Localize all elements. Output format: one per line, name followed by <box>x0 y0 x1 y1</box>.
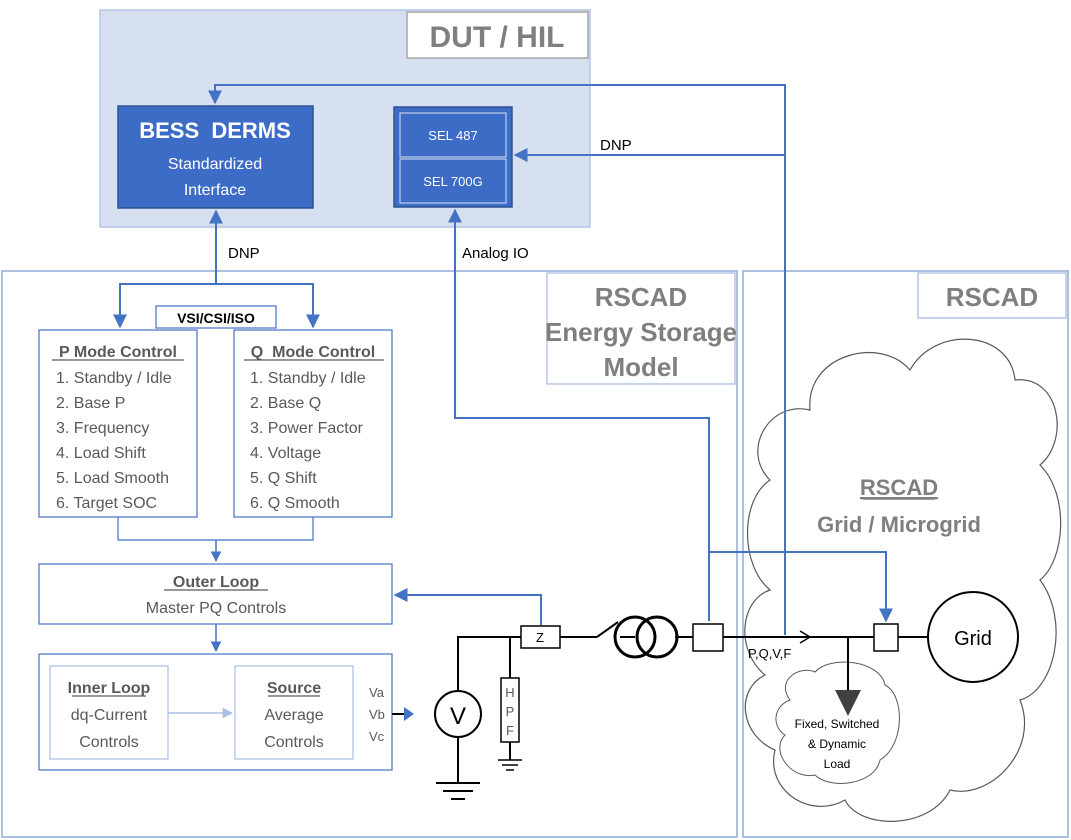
p-mode-box <box>38 329 198 518</box>
vsi-label: VSI/CSI/ISO <box>177 310 255 326</box>
transformer-winding-1 <box>613 615 657 659</box>
impedance-label: Z <box>536 630 544 645</box>
hpf-box <box>500 677 520 743</box>
measure-box-right <box>873 623 899 652</box>
dnp-left-label: DNP <box>228 245 260 262</box>
pq-to-outer-connector <box>117 517 314 541</box>
source-box <box>234 665 354 760</box>
load-line3: Load <box>824 757 851 771</box>
load-line2: & Dynamic <box>808 737 866 751</box>
inner-loop-line1: dq-Current <box>71 707 148 724</box>
analog-io-label: Analog IO <box>462 245 529 262</box>
bess-derms-title: BESS DERMS <box>139 118 291 143</box>
grid-cloud-sub: Grid / Microgrid <box>817 512 981 537</box>
q-mode-item: 3. Power Factor <box>250 420 364 437</box>
q-mode-item: 4. Voltage <box>250 445 321 462</box>
sel-487-label: SEL 487 <box>428 128 477 143</box>
inner-loop-title: Inner Loop <box>68 680 151 697</box>
grid-source <box>927 591 1019 683</box>
measure-arrow-head <box>799 630 812 644</box>
bess-derms-line2: Interface <box>184 182 246 199</box>
rscad-right-title-box <box>917 272 1067 319</box>
pqvf-label: P,Q,V,F <box>748 646 791 661</box>
rscad-es-line1: RSCAD <box>595 282 687 312</box>
p-mode-item: 1. Standby / Idle <box>56 370 172 387</box>
p-mode-item: 6. Target SOC <box>56 495 157 512</box>
rscad-energy-storage-panel <box>1 270 738 838</box>
rscad-grid-panel <box>742 270 1069 838</box>
v-source <box>434 690 482 738</box>
v-source-arrow-head <box>404 707 414 721</box>
q-mode-item: 5. Q Shift <box>250 470 317 487</box>
load-arrow <box>835 690 861 716</box>
q-mode-item: 6. Q Smooth <box>250 495 340 512</box>
v-source-label: V <box>450 703 466 730</box>
rscad-es-title-box <box>546 272 736 385</box>
transformer-winding-2 <box>635 615 679 659</box>
bess-derms-line1: Standardized <box>168 156 262 173</box>
p-mode-title: P Mode Control <box>59 344 177 361</box>
comm-links <box>113 84 893 635</box>
dnp-top-label: DNP <box>600 137 632 154</box>
p-mode-item: 4. Load Shift <box>56 445 146 462</box>
grid-cloud-title: RSCAD <box>860 475 938 500</box>
dut-hil-title: DUT / HIL <box>430 21 565 54</box>
source-line1: Average <box>264 707 323 724</box>
phase-vc: Vc <box>369 729 385 744</box>
outer-loop-box <box>38 563 393 625</box>
impedance-box <box>520 625 561 649</box>
outer-loop-sub: Master PQ Controls <box>146 600 286 617</box>
dut-hil-title-box <box>406 11 589 59</box>
p-mode-item: 3. Frequency <box>56 420 149 437</box>
outer-loop-title: Outer Loop <box>173 574 259 591</box>
q-mode-item: 2. Base Q <box>250 395 321 412</box>
bess-derms-box <box>117 105 314 209</box>
source-line2: Controls <box>264 734 324 751</box>
phase-vb: Vb <box>369 707 385 722</box>
measure-box-left <box>692 623 724 652</box>
hpf-p: P <box>506 704 515 719</box>
rscad-right-title: RSCAD <box>946 282 1038 312</box>
inner-loop-line2: Controls <box>79 734 139 751</box>
rscad-es-line2: Energy Storage <box>545 317 737 347</box>
load-bubble <box>775 661 900 784</box>
sel-700g-label: SEL 700G <box>423 174 483 189</box>
ground-symbol-source <box>436 782 480 800</box>
grid-label: Grid <box>954 628 992 650</box>
phase-va: Va <box>369 685 385 700</box>
q-mode-box <box>233 329 393 518</box>
hpf-f: F <box>506 723 514 738</box>
power-circuit <box>392 621 928 783</box>
ground-symbol-hpf <box>498 759 522 771</box>
load-line1: Fixed, Switched <box>795 717 880 731</box>
hpf-h: H <box>505 685 514 700</box>
p-mode-item: 2. Base P <box>56 395 125 412</box>
p-mode-item: 5. Load Smooth <box>56 470 169 487</box>
q-mode-item: 1. Standby / Idle <box>250 370 366 387</box>
rscad-es-line3: Model <box>603 352 678 382</box>
sel-487-box <box>399 112 507 158</box>
inner-loop-box <box>49 665 169 760</box>
source-title: Source <box>267 680 321 697</box>
sel-700g-box <box>399 158 507 204</box>
q-mode-title: Q Mode Control <box>251 344 375 361</box>
